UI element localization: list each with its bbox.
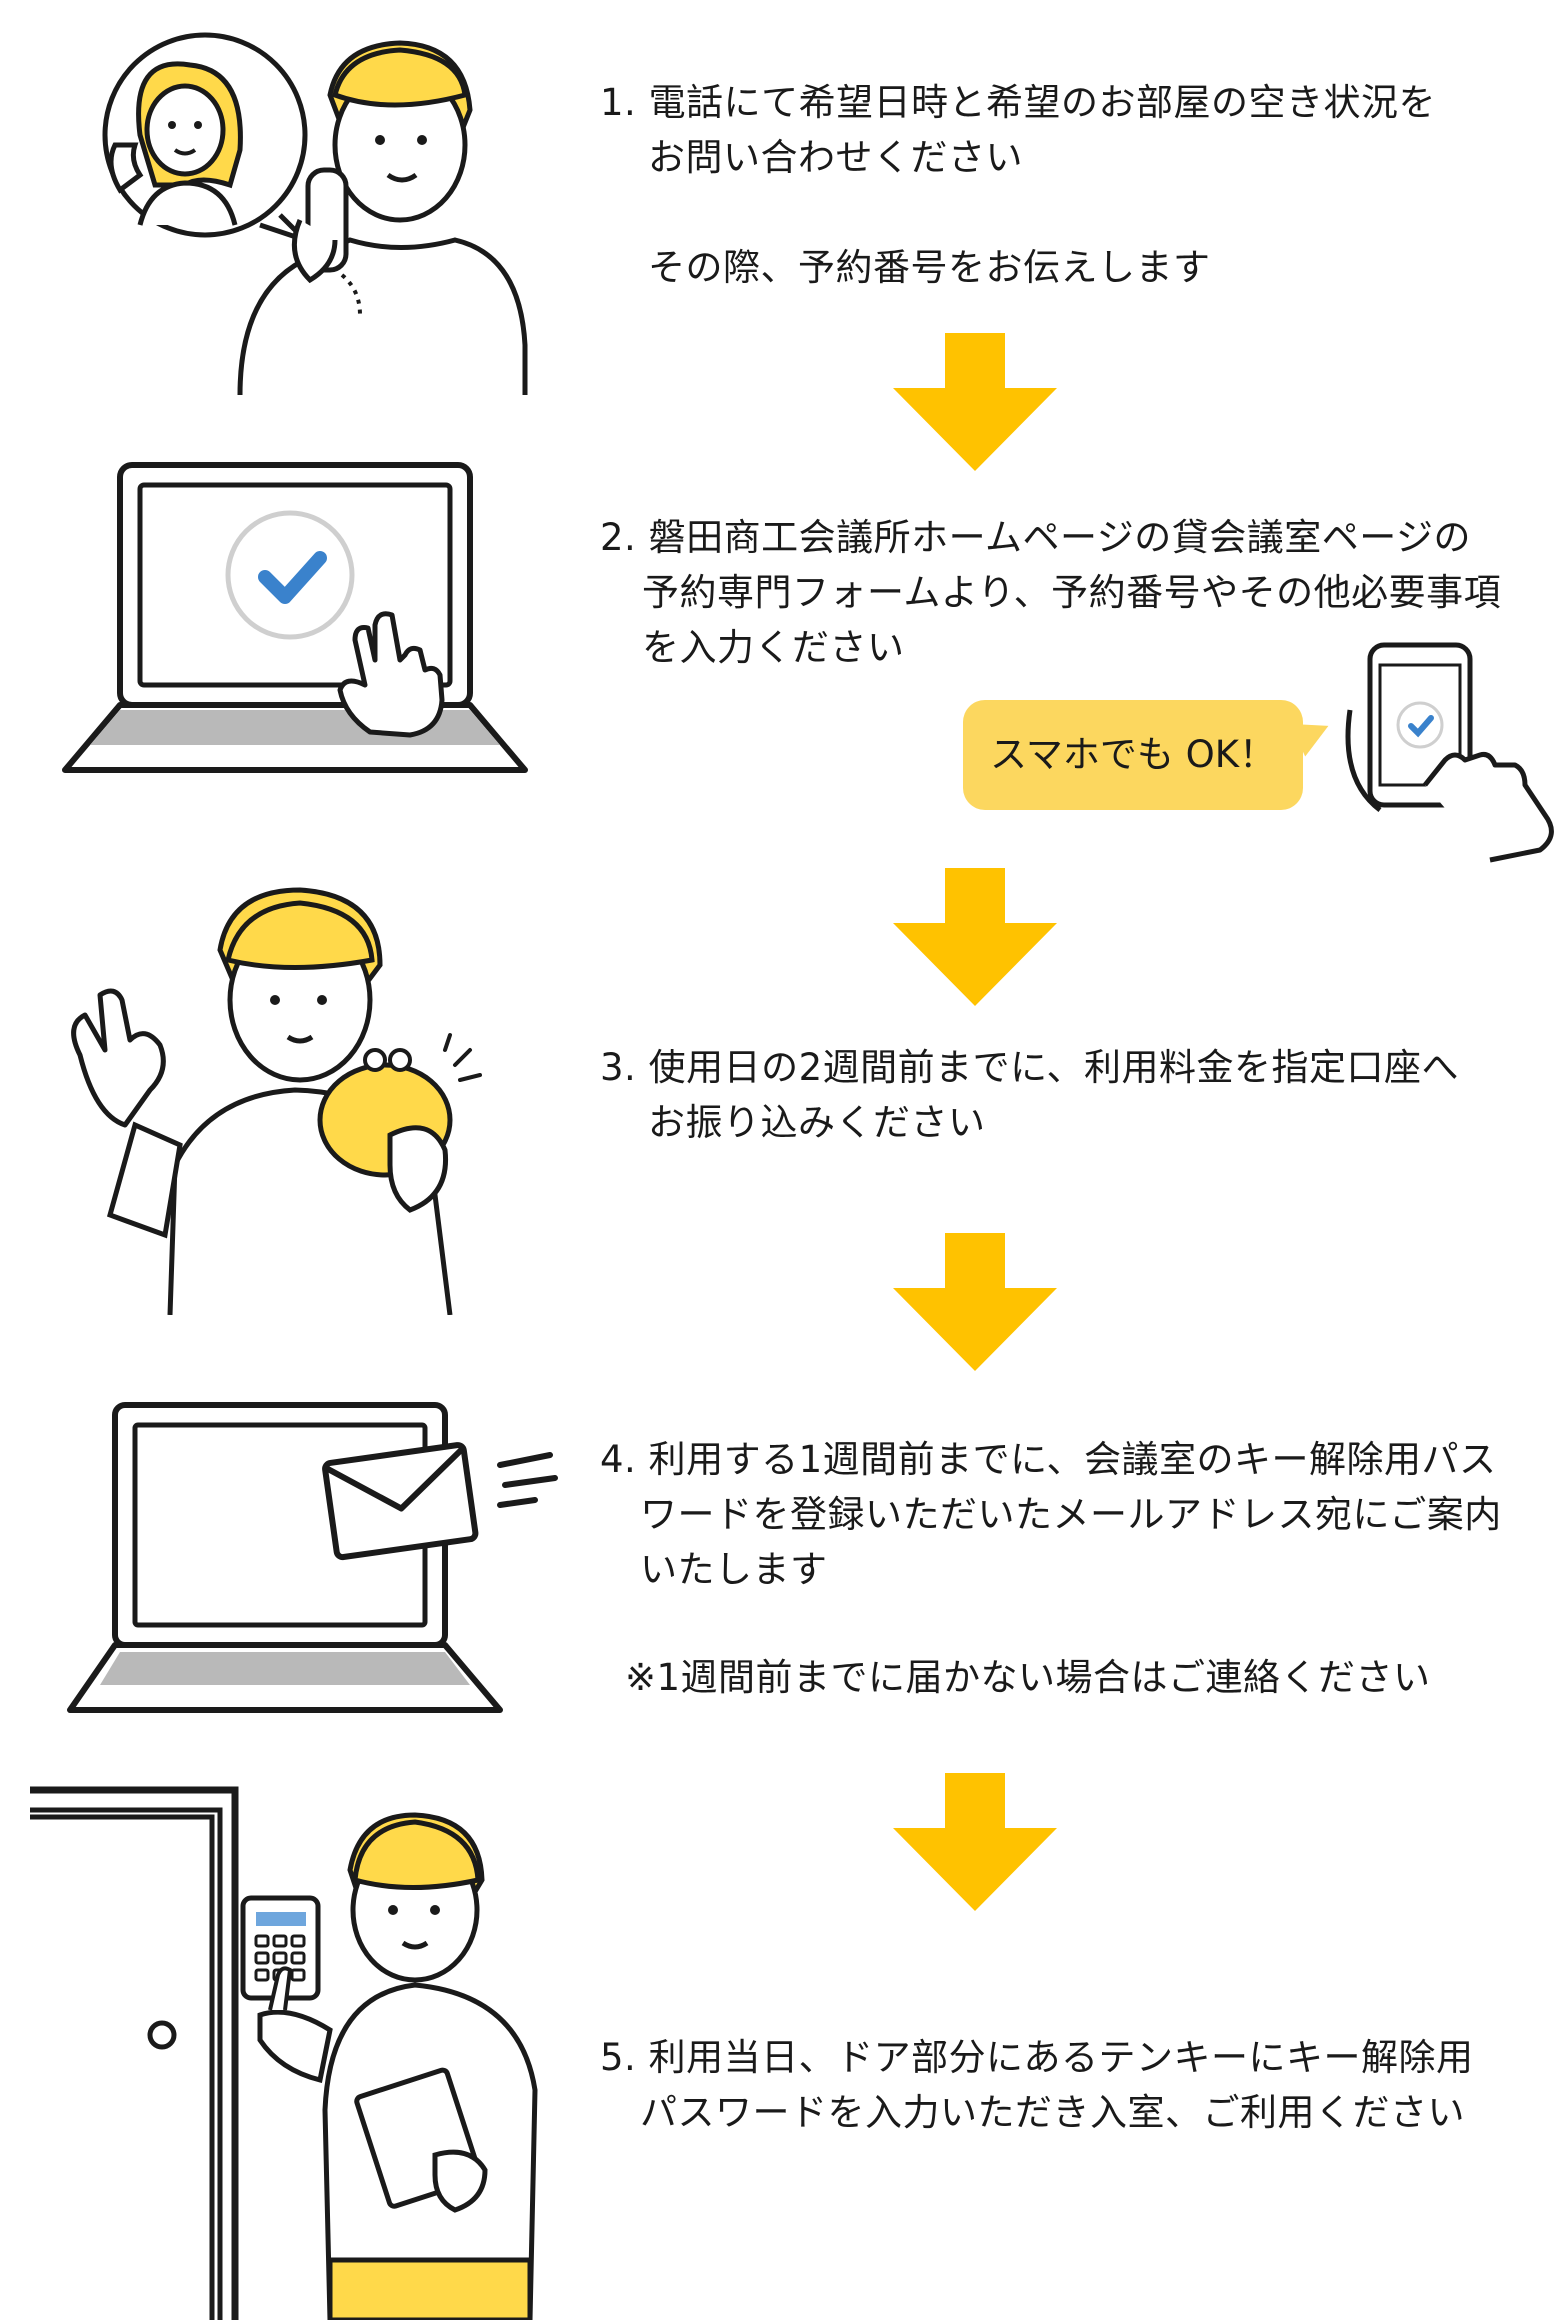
step-4-line-2: ワードを登録いただいたメールアドレス宛にご案内: [640, 1493, 1502, 1536]
step-4-note: ※1週間前までに届かない場合はご連絡ください: [625, 1650, 1431, 1705]
phone-call-illustration: [102, 32, 528, 396]
step-5-text: 5. 利用当日、ドア部分にあるテンキーにキー解除用 パスワードを入力いただき入室…: [600, 2030, 1474, 2140]
smartphone-hand-illustration: [1345, 642, 1554, 863]
arrow-down-icon: [893, 1233, 1057, 1371]
ok-gesture-wallet-illustration: [71, 887, 482, 1315]
step-1-text: 1. 電話にて希望日時と希望のお部屋の空き状況を お問い合わせください: [600, 75, 1436, 185]
smartphone-ok-label: スマホでも OK！: [989, 733, 1277, 776]
step-2-text: 2. 磐田商工会議所ホームページの貸会議室ページの 予約専門フォームより、予約番…: [600, 510, 1501, 675]
smartphone-ok-bubble: スマホでも OK！: [963, 700, 1303, 810]
laptop-check-illustration: [62, 462, 528, 773]
step-4-text: 4. 利用する1週間前までに、会議室のキー解除用パス ワードを登録いただいたメー…: [600, 1432, 1502, 1597]
step-4-line-3: いたします: [640, 1548, 828, 1591]
step-1-line-2: お問い合わせください: [648, 136, 1023, 179]
step-3-text: 3. 使用日の2週間前までに、利用料金を指定口座へ お振り込みください: [600, 1040, 1459, 1150]
step-2-line-1: 2. 磐田商工会議所ホームページの貸会議室ページの: [600, 516, 1471, 559]
step-4-line-1: 4. 利用する1週間前までに、会議室のキー解除用パス: [600, 1438, 1497, 1481]
laptop-mail-illustration: [67, 1402, 558, 1713]
step-2-line-3: を入力ください: [642, 626, 905, 669]
door-keypad-illustration: [30, 1786, 538, 2320]
arrow-down-icon: [893, 333, 1057, 471]
arrow-down-icon: [893, 868, 1057, 1006]
step-1-note-text: その際、予約番号をお伝えします: [648, 246, 1211, 289]
step-3-line-2: お振り込みください: [648, 1101, 986, 1144]
step-2-line-2: 予約専門フォームより、予約番号やその他必要事項: [642, 571, 1502, 614]
step-1-note: その際、予約番号をお伝えします: [648, 240, 1211, 295]
step-5-line-1: 5. 利用当日、ドア部分にあるテンキーにキー解除用: [600, 2036, 1474, 2079]
step-4-note-text: ※1週間前までに届かない場合はご連絡ください: [625, 1656, 1431, 1699]
step-1-line-1: 1. 電話にて希望日時と希望のお部屋の空き状況を: [600, 81, 1437, 124]
arrow-down-icon: [893, 1773, 1057, 1911]
step-5-line-2: パスワードを入力いただき入室、ご利用ください: [640, 2091, 1465, 2134]
step-3-line-1: 3. 使用日の2週間前までに、利用料金を指定口座へ: [600, 1046, 1459, 1089]
